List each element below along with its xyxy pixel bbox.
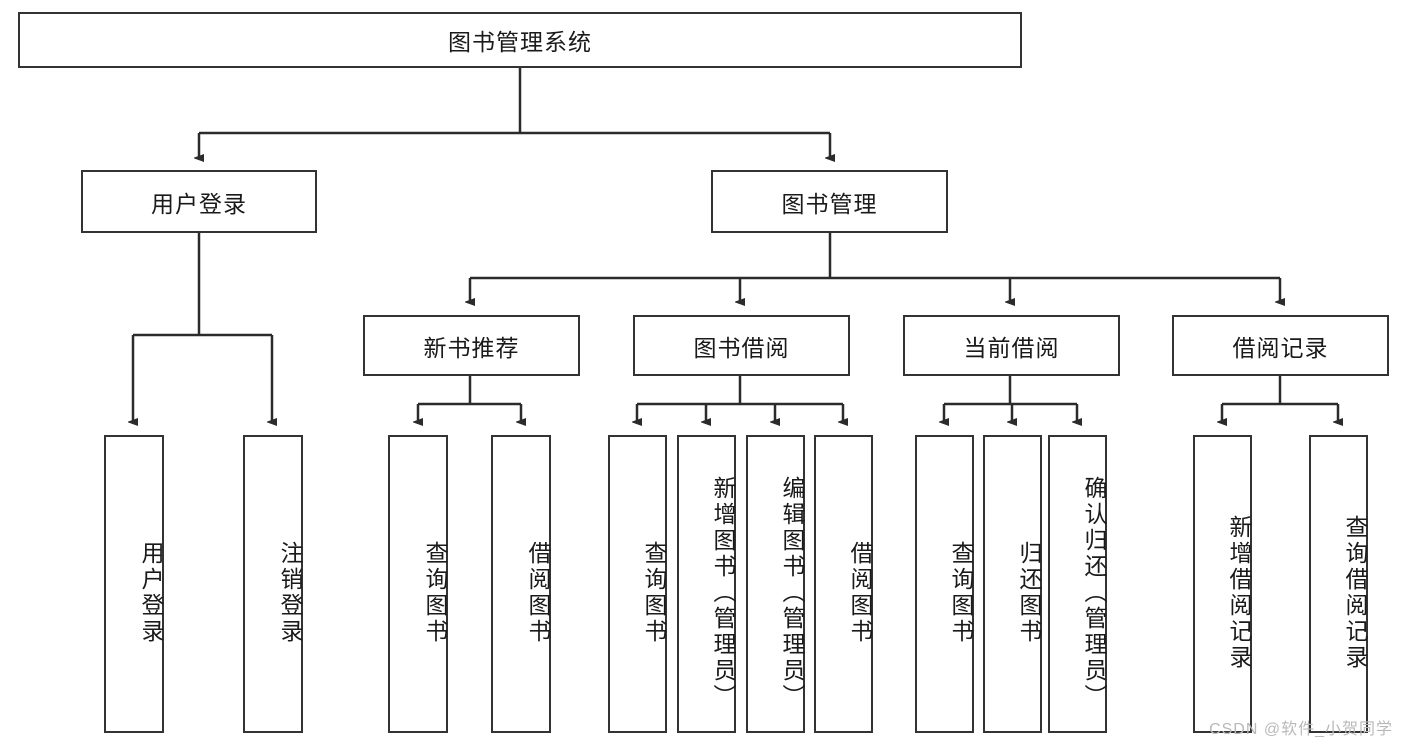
leaf-borrow-add-book-admin[interactable]: 新增图书（管理员）	[677, 435, 736, 733]
node-label: 编辑图书（管理员）	[779, 476, 805, 710]
node-label: 查询图书	[641, 541, 667, 645]
node-label: 注销登录	[277, 541, 303, 645]
node-label: 查询图书	[948, 541, 974, 645]
leaf-borrow-borrow-book[interactable]: 借阅图书	[814, 435, 873, 733]
node-label: 借阅图书	[525, 541, 551, 645]
node-label: 图书借阅	[693, 334, 790, 361]
watermark: CSDN @软件_小贺同学	[1209, 721, 1393, 738]
node-label: 查询图书	[422, 541, 448, 645]
node-book-borrow[interactable]: 图书借阅	[633, 315, 850, 376]
node-root-book-management-system[interactable]: 图书管理系统	[18, 12, 1022, 68]
node-user-login[interactable]: 用户登录	[81, 170, 317, 233]
node-label: 新增借阅记录	[1226, 515, 1252, 671]
leaf-borrow-edit-book-admin[interactable]: 编辑图书（管理员）	[746, 435, 805, 733]
node-book-management[interactable]: 图书管理	[711, 170, 948, 233]
node-label: 用户登录	[138, 541, 164, 645]
node-label: 用户登录	[151, 190, 247, 217]
leaf-recommend-borrow-book[interactable]: 借阅图书	[491, 435, 551, 733]
node-label: 新增图书（管理员）	[710, 476, 736, 710]
leaf-recommend-query-book[interactable]: 查询图书	[388, 435, 448, 733]
node-label: 借阅记录	[1232, 334, 1329, 361]
node-label: 借阅图书	[847, 541, 873, 645]
leaf-user-login-logout[interactable]: 注销登录	[243, 435, 303, 733]
node-new-book-recommend[interactable]: 新书推荐	[363, 315, 580, 376]
leaf-record-add-record[interactable]: 新增借阅记录	[1193, 435, 1252, 733]
node-label: 确认归还（管理员）	[1081, 476, 1107, 710]
node-label: 图书管理系统	[448, 29, 592, 55]
node-label: 归还图书	[1016, 541, 1042, 645]
node-label: 新书推荐	[423, 334, 520, 361]
node-label: 图书管理	[781, 190, 878, 217]
node-current-borrow[interactable]: 当前借阅	[903, 315, 1120, 376]
node-label: 当前借阅	[963, 334, 1060, 361]
leaf-current-confirm-return-admin[interactable]: 确认归还（管理员）	[1048, 435, 1107, 733]
leaf-user-login-login[interactable]: 用户登录	[104, 435, 164, 733]
leaf-current-return-book[interactable]: 归还图书	[983, 435, 1042, 733]
node-label: 查询借阅记录	[1342, 515, 1368, 671]
leaf-current-query-book[interactable]: 查询图书	[915, 435, 974, 733]
leaf-record-query-record[interactable]: 查询借阅记录	[1309, 435, 1368, 733]
node-borrow-record[interactable]: 借阅记录	[1172, 315, 1389, 376]
leaf-borrow-query-book[interactable]: 查询图书	[608, 435, 667, 733]
